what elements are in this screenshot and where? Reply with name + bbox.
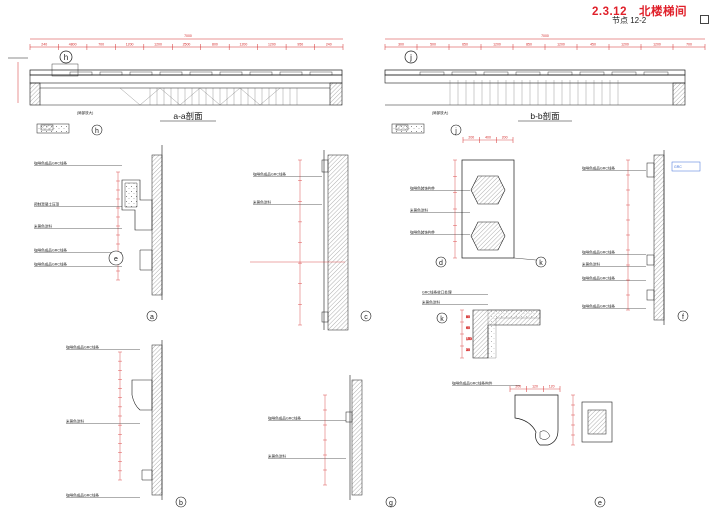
callout-label: 米黄色涂料 xyxy=(66,419,84,424)
detail-e: GRC 咖啡色成品GRC线条咖啡色成品GRC线条米黄色涂料咖啡色成品GRC线条咖… xyxy=(582,150,701,325)
dim-bb: 1200 xyxy=(621,43,629,47)
callout-label: 咖啡色成品GRC线条 xyxy=(582,166,616,171)
svg-text:GRC: GRC xyxy=(674,165,682,169)
callout-label: 预制混凝土压顶 xyxy=(34,202,60,207)
dim-k: 60 xyxy=(466,326,470,330)
marker-c: c xyxy=(364,314,368,321)
callout-label: 咖啡色成品GRC线条 xyxy=(66,493,100,498)
dim-aa: 1200 xyxy=(268,43,276,47)
callout-label: 米黄色涂料 xyxy=(410,208,428,213)
dim-aa: 950 xyxy=(297,43,303,47)
node-number: 节点 12-2 xyxy=(612,16,647,25)
callout-label: 咖啡色成品GRC线条 xyxy=(268,416,302,421)
dim-aa: 1200 xyxy=(154,43,162,47)
callout-label: 米黄色涂料 xyxy=(34,224,52,229)
dim-aa: 1200 xyxy=(126,43,134,47)
dim-aa: 700 xyxy=(98,43,104,47)
dim-total-aa: 7000 xyxy=(184,34,192,38)
marker-f: g xyxy=(389,500,393,507)
detail-a: 咖啡色成品GRC线条预制混凝土压顶米黄色涂料咖啡色成品GRC线条咖啡色成品GRC… xyxy=(34,145,163,322)
dim-bb: 1200 xyxy=(653,43,661,47)
detail-j-note: (局部放大) xyxy=(432,110,448,115)
dim-bb: 700 xyxy=(686,43,692,47)
dim-bb: 1200 xyxy=(557,43,565,47)
dim-d: 400 xyxy=(485,136,491,140)
dim-aa: 240 xyxy=(41,43,47,47)
callout-label: 咖啡色装饰构件 xyxy=(410,230,436,235)
dim-d: 200 xyxy=(502,136,508,140)
dim-bb: 850 xyxy=(526,43,532,47)
dim-aa: 4800 xyxy=(69,43,77,47)
dim-bb: 500 xyxy=(430,43,436,47)
node-box xyxy=(700,15,709,24)
callout-label: 咖啡色装饰构件 xyxy=(410,186,436,191)
dim-g: 200 xyxy=(515,385,521,389)
dim-g: 120 xyxy=(532,385,538,389)
callout-label: 咖啡色成品GRC线条 xyxy=(253,172,287,177)
dim-aa: 1200 xyxy=(240,43,248,47)
callout-label: 米黄色涂料 xyxy=(253,200,271,205)
callout-label: 咖啡色成品GRC线条 xyxy=(34,262,68,267)
callout-label: 咖啡色成品GRC线条 xyxy=(66,345,100,350)
marker-b: b xyxy=(179,500,183,507)
callout-label: 咖啡色成品GRC线条 xyxy=(582,304,616,309)
dim-bb: 650 xyxy=(462,43,468,47)
marker-k-ref: k xyxy=(539,260,543,267)
marker-j-section: j xyxy=(409,53,412,62)
marker-k: k xyxy=(440,316,444,323)
dim-total-bb: 7000 xyxy=(541,34,549,38)
marker-e: f xyxy=(682,314,684,321)
callout-label: 咖啡色成品GRC线条 xyxy=(34,161,68,166)
callout-label: 咖啡色成品GRC线条 xyxy=(582,250,616,255)
callout-label: 米黄色涂料 xyxy=(422,300,440,305)
dim-bb: 300 xyxy=(398,43,404,47)
section-bb-label: b-b剖面 xyxy=(530,111,560,121)
detail-g: 200 120 120 咖啡色成品GRC线条构件 e xyxy=(452,381,613,508)
callout-label: 咖啡色成品GRC线条 xyxy=(34,248,68,253)
section-aa-label: a-a剖面 xyxy=(173,111,203,121)
dim-d: 200 xyxy=(468,136,474,140)
dim-aa: 800 xyxy=(212,43,218,47)
marker-a: a xyxy=(150,314,154,321)
callout-label: 咖啡色成品GRC线条 xyxy=(582,276,616,281)
dim-bb: 1200 xyxy=(493,43,501,47)
marker-h-section: h xyxy=(64,53,68,62)
dim-g: 120 xyxy=(549,385,555,389)
detail-h-note: (局部放大) xyxy=(77,110,93,115)
dim-k: 30 xyxy=(466,348,470,352)
dim-k: 150 xyxy=(466,337,472,341)
dim-aa: 2500 xyxy=(183,43,191,47)
dim-bb: 450 xyxy=(590,43,596,47)
dim-aa: 240 xyxy=(326,43,332,47)
marker-j-detail: j xyxy=(454,128,457,135)
callout-label: GRC线条收口处理 xyxy=(422,290,452,295)
marker-g-ref: e xyxy=(114,256,118,263)
callout-label: 米黄色涂料 xyxy=(268,454,286,459)
marker-g: e xyxy=(598,500,602,507)
sheet-title: 2.3.12 北楼梯间 xyxy=(592,6,687,18)
callout-label: 米黄色涂料 xyxy=(582,262,600,267)
marker-d: d xyxy=(439,260,443,267)
dim-k: 80 xyxy=(466,315,470,319)
callout-label: 咖啡色成品GRC线条构件 xyxy=(452,381,493,386)
marker-h-detail: h xyxy=(95,128,99,135)
